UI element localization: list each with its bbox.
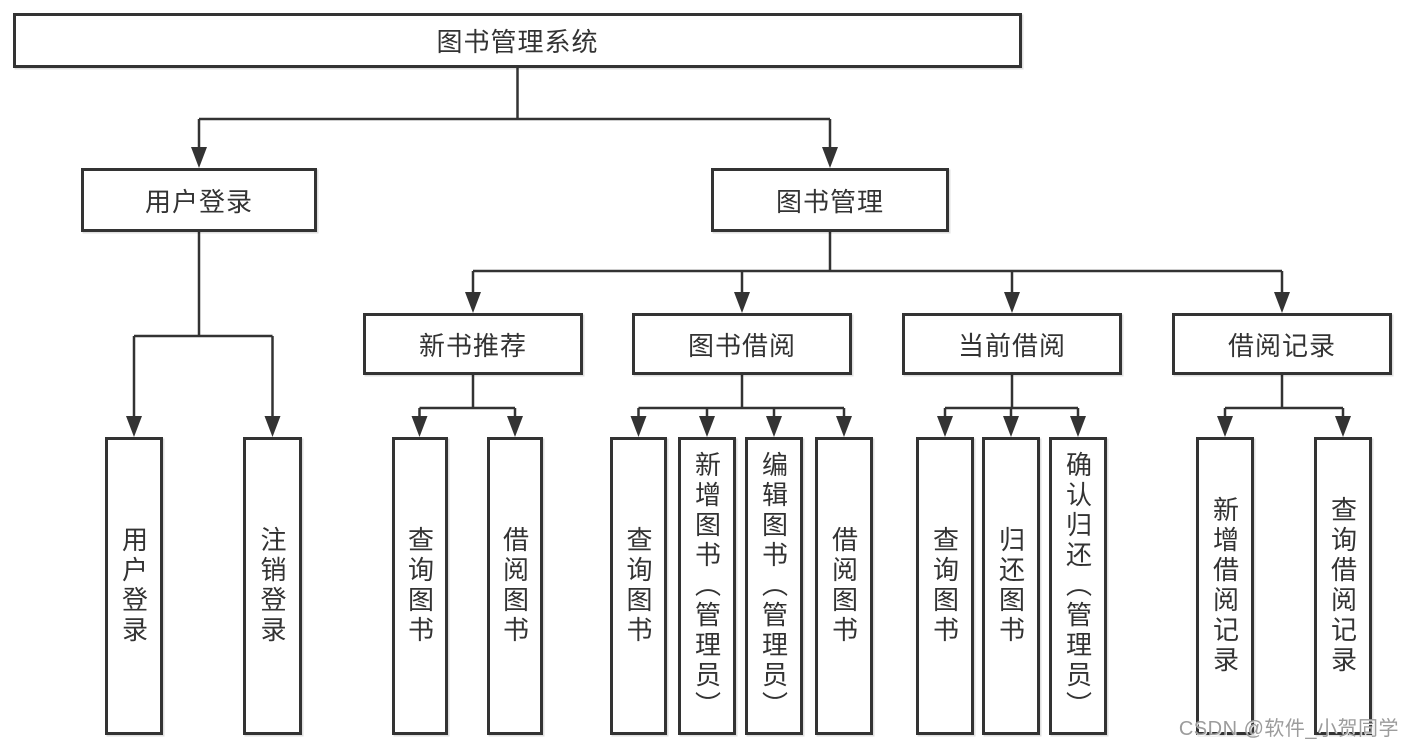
node-book-management-label: 图书管理 — [775, 186, 884, 217]
leaf-logout: 注销登录 — [243, 437, 302, 735]
leaf-user-login: 用户登录 — [105, 437, 163, 735]
leaf-record-add-label: 新增借阅记录 — [1209, 496, 1240, 676]
node-borrow-record: 借阅记录 — [1172, 313, 1392, 375]
leaf-borrow-query-label: 查询图书 — [623, 526, 653, 646]
node-root-label: 图书管理系统 — [436, 27, 599, 57]
leaf-logout-label: 注销登录 — [257, 526, 287, 646]
leaf-user-login-label: 用户登录 — [118, 526, 149, 646]
leaf-current-query-label: 查询图书 — [929, 526, 960, 646]
leaf-newbook-query-label: 查询图书 — [404, 526, 435, 646]
node-new-book-recommend: 新书推荐 — [363, 313, 583, 375]
leaf-newbook-borrow: 借阅图书 — [487, 437, 543, 735]
leaf-current-query: 查询图书 — [916, 437, 974, 735]
arrowhead-icons — [126, 147, 1351, 437]
node-current-borrow-label: 当前借阅 — [957, 330, 1066, 361]
leaf-borrow-borrow-book: 借阅图书 — [815, 437, 873, 735]
node-root-system: 图书管理系统 — [13, 13, 1022, 68]
leaf-current-return-label: 归还图书 — [995, 526, 1026, 646]
leaf-borrow-borrow-book-label: 借阅图书 — [828, 526, 859, 646]
node-book-borrow: 图书借阅 — [632, 313, 852, 375]
leaf-borrow-add-book: 新增图书（管理员） — [678, 437, 736, 735]
leaf-borrow-query: 查询图书 — [610, 437, 667, 735]
node-user-login: 用户登录 — [81, 168, 317, 232]
leaf-borrow-edit-book: 编辑图书（管理员） — [745, 437, 803, 735]
node-new-book-recommend-label: 新书推荐 — [418, 330, 527, 361]
leaf-current-confirm-return: 确认归还（管理员） — [1049, 437, 1107, 735]
node-book-management: 图书管理 — [711, 168, 949, 232]
node-book-borrow-label: 图书借阅 — [687, 330, 796, 361]
leaf-record-query-label: 查询借阅记录 — [1327, 496, 1358, 676]
node-borrow-record-label: 借阅记录 — [1227, 330, 1336, 361]
node-current-borrow: 当前借阅 — [902, 313, 1122, 375]
leaf-borrow-edit-book-label: 编辑图书（管理员） — [758, 451, 789, 721]
leaf-current-return: 归还图书 — [982, 437, 1040, 735]
leaf-newbook-borrow-label: 借阅图书 — [499, 526, 530, 646]
leaf-current-confirm-return-label: 确认归还（管理员） — [1062, 451, 1093, 721]
node-user-login-label: 用户登录 — [144, 186, 253, 217]
csdn-watermark: CSDN @软件_小贺同学 — [1178, 718, 1399, 740]
leaf-borrow-add-book-label: 新增图书（管理员） — [691, 451, 722, 721]
leaf-newbook-query: 查询图书 — [392, 437, 448, 735]
leaf-record-add: 新增借阅记录 — [1196, 437, 1254, 735]
leaf-record-query: 查询借阅记录 — [1314, 437, 1372, 735]
